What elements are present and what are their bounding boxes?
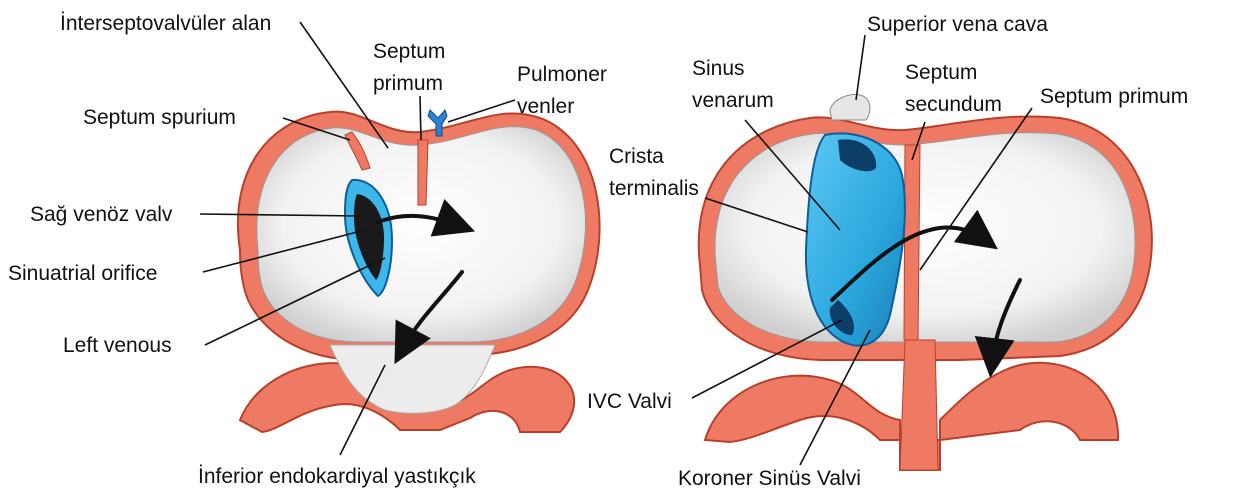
label-septum-secundum-line1: Septum xyxy=(905,61,977,84)
label-superior-vena-cava: Superior vena cava xyxy=(867,13,1048,36)
label-pulmoner-line2: venler xyxy=(517,95,574,118)
septum-secundum xyxy=(904,145,920,340)
label-septum-primum-right: Septum primum xyxy=(1040,85,1188,108)
label-sinuatrial-orifice: Sinuatrial orifice xyxy=(8,262,157,285)
label-septum-primum-line2: primum xyxy=(373,72,443,95)
label-sinus-venarum-line1: Sinus xyxy=(692,57,745,80)
label-koroner-sinus-valvi: Koroner Sinüs Valvi xyxy=(678,467,861,490)
label-inferior-endokardiyal: İnferior endokardiyal yastıkçık xyxy=(198,465,476,488)
label-septum-spurium: Septum spurium xyxy=(83,106,236,129)
label-septum-secundum-line2: secundum xyxy=(905,93,1002,116)
leader-septum-primum-left xyxy=(420,96,421,140)
superior-vena-cava xyxy=(830,94,870,120)
septum-base xyxy=(900,340,938,470)
leader-svc xyxy=(856,35,865,100)
label-pulmoner-line1: Pulmoner xyxy=(517,63,607,86)
label-ivc-valvi: IVC Valvi xyxy=(587,390,672,413)
label-septum-primum-line1: Septum xyxy=(373,40,445,63)
label-interseptovalvuler: İnterseptovalvüler alan xyxy=(60,12,271,35)
left-septum-primum xyxy=(418,140,428,205)
label-sinus-venarum-line2: venarum xyxy=(692,89,774,112)
label-sag-venoz-valv: Sağ venöz valv xyxy=(30,203,173,226)
left-heart-figure xyxy=(238,110,600,432)
right-atrial-cavity xyxy=(715,133,1135,342)
label-crista-line2: terminalis xyxy=(609,177,699,200)
right-heart-figure xyxy=(699,94,1152,470)
label-left-venous: Left venous xyxy=(63,334,172,357)
label-crista-line1: Crista xyxy=(609,145,664,168)
